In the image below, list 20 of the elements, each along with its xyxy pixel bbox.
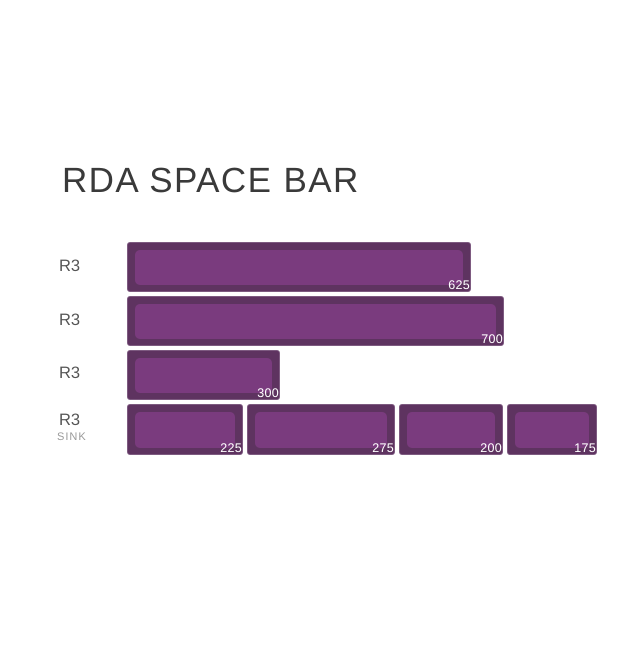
row-label: R3: [59, 312, 80, 328]
row-label: R3: [59, 364, 80, 382]
keycap: [127, 242, 471, 292]
keycap-size-label: 625: [448, 278, 470, 291]
keycap-size-label: 175: [574, 442, 596, 454]
row-sublabel: SINK: [57, 432, 87, 443]
keycap-size-label: 275: [372, 442, 394, 454]
row-label: R3: [59, 258, 80, 274]
keycap-size-label: 300: [257, 386, 279, 399]
keycap-size-label: 200: [480, 442, 502, 454]
keycap: [127, 350, 280, 400]
keycap: [127, 404, 243, 455]
keycap: [399, 404, 503, 455]
row-label: R3: [59, 412, 80, 428]
keycap-size-label: 700: [481, 332, 503, 345]
keycap: [247, 404, 395, 455]
keycap: [507, 404, 597, 455]
keycap-size-label: 225: [220, 442, 242, 454]
title: RDA SPACE BAR: [62, 160, 360, 202]
keycap: [127, 296, 504, 346]
